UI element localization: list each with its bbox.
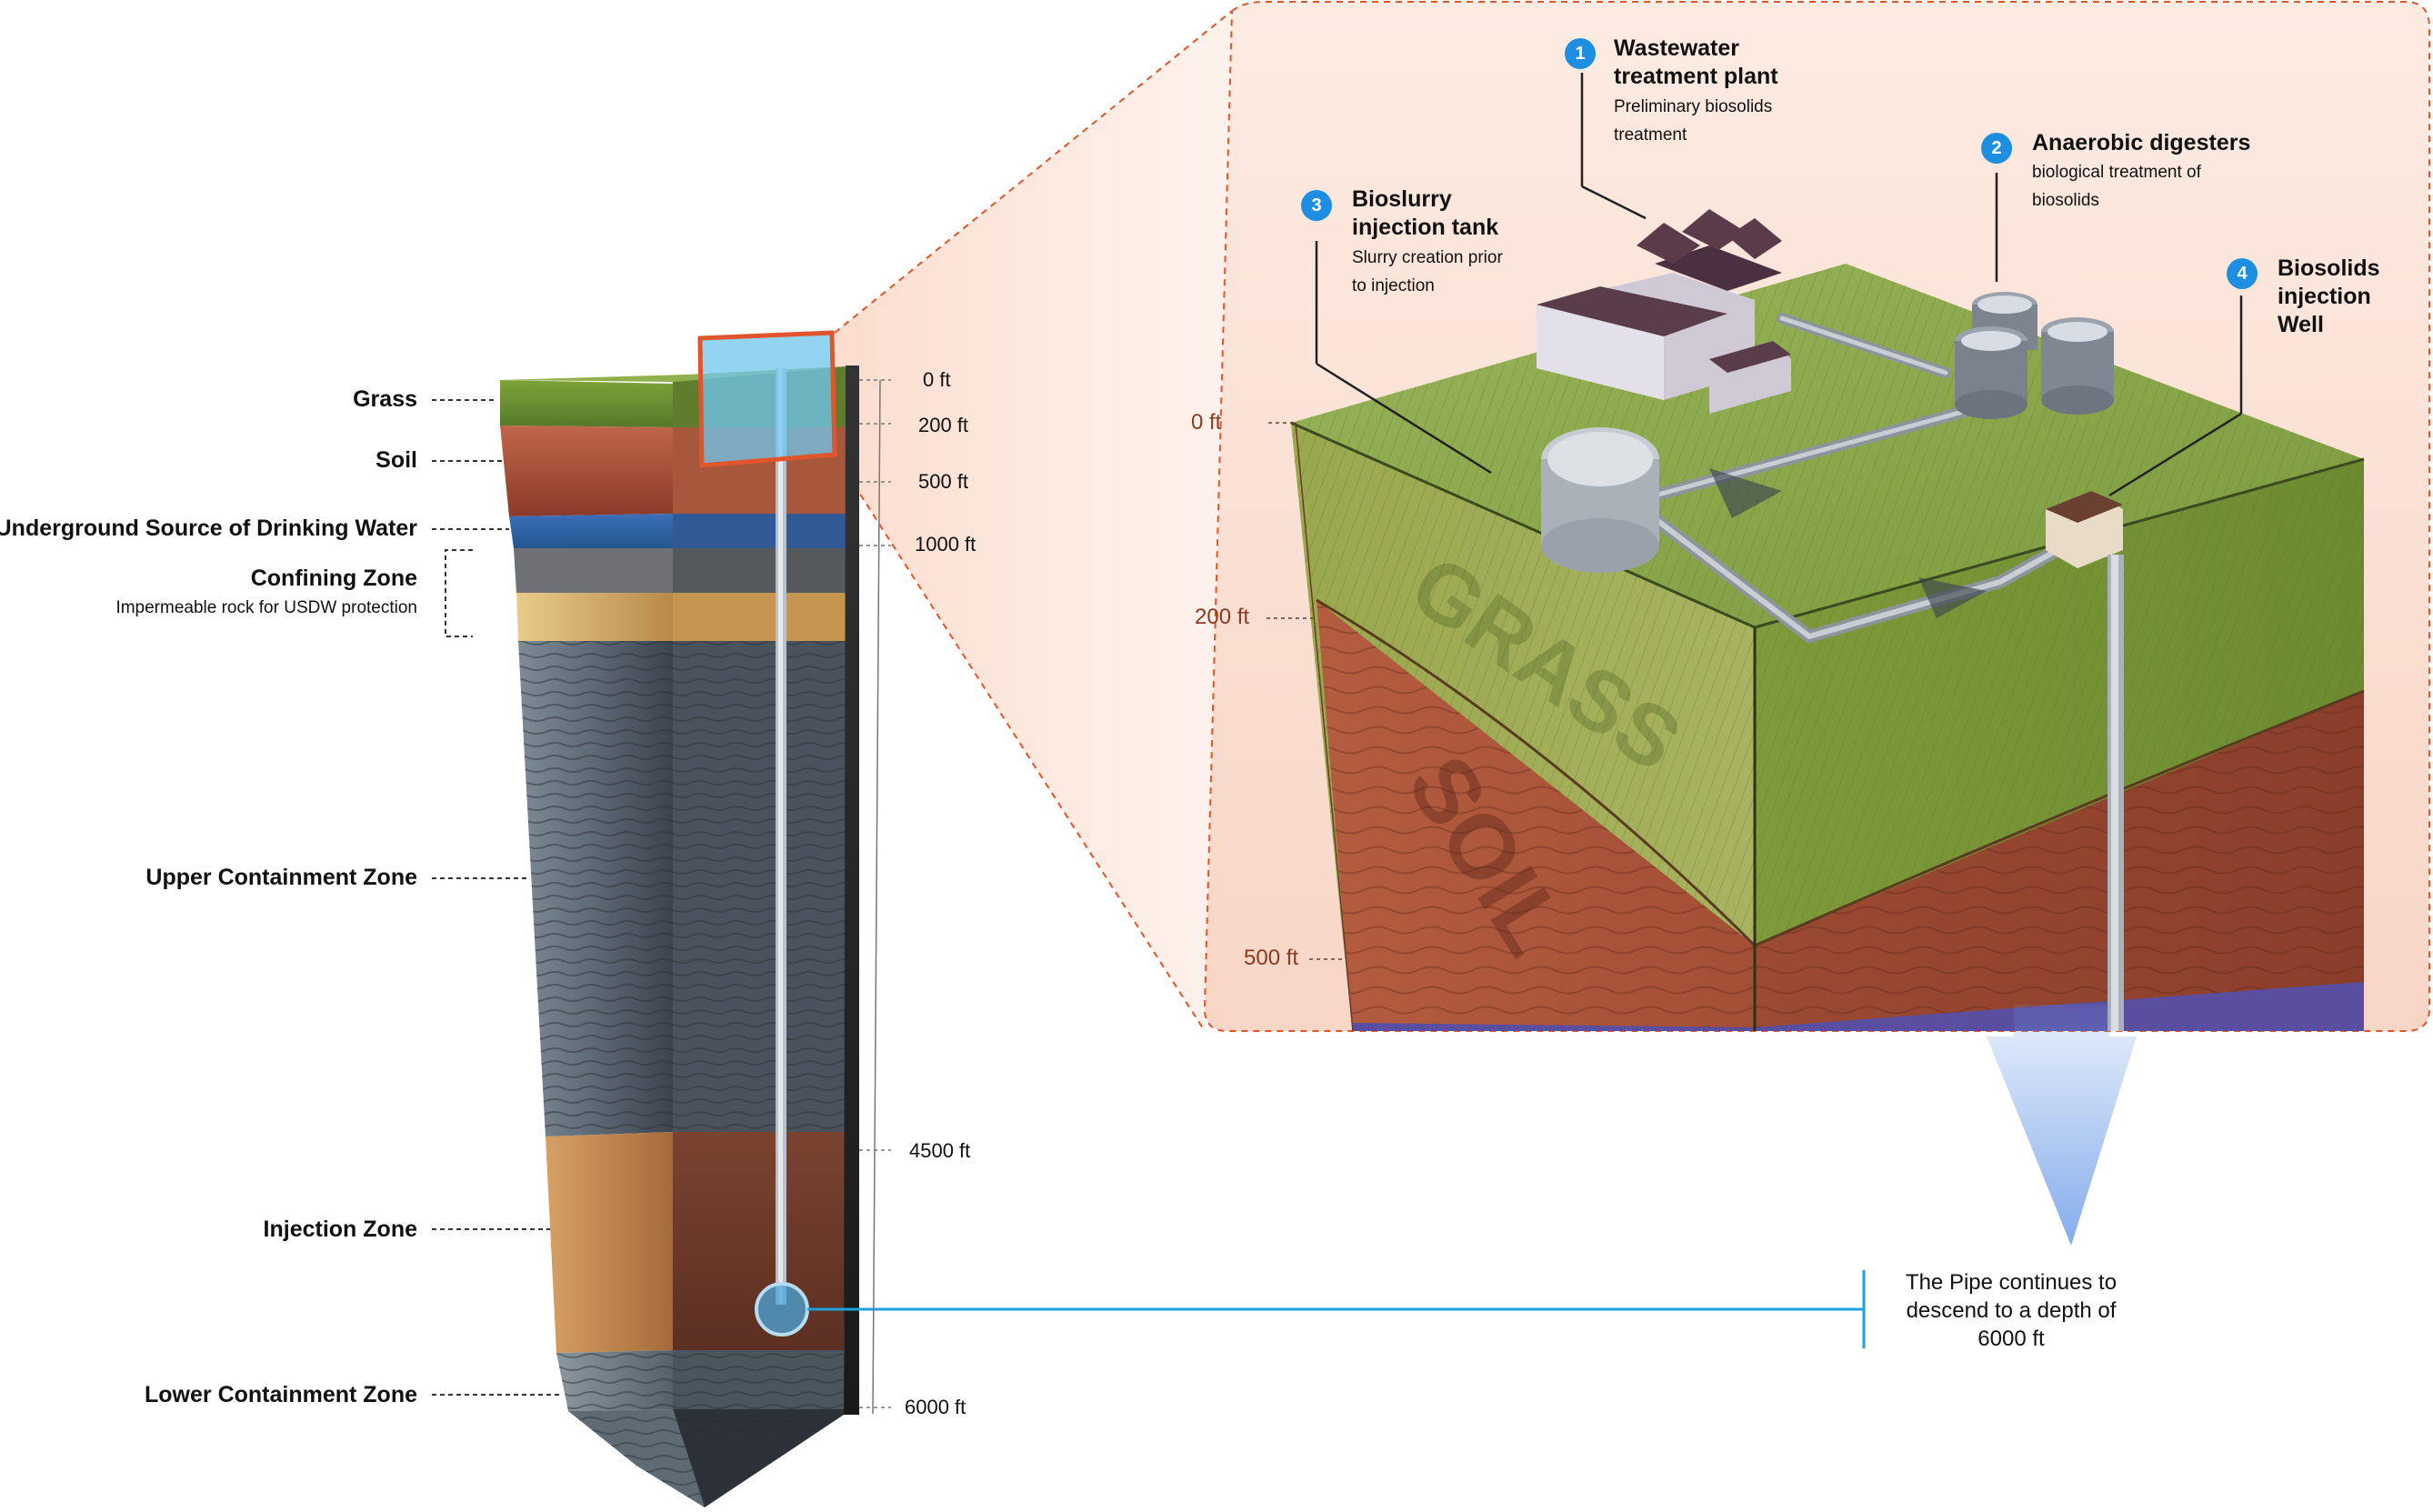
depth-label-0: 0 ft (923, 368, 951, 391)
depth-label-4500: 4500 ft (909, 1139, 971, 1162)
zone-sublabel-confining: Impermeable rock for USDW protection (115, 598, 417, 617)
zoom-depth-200: 200 ft (1195, 605, 1250, 629)
zoom-depth-0: 0 ft (1191, 410, 1222, 435)
zoom-cone-edge-top (834, 10, 1233, 334)
descend-arrow (1987, 1005, 2137, 1246)
depth-label-200: 200 ft (918, 414, 969, 436)
callout-number-1: 1 (1565, 38, 1596, 69)
callout-title-2: Anaerobic digesters (2032, 130, 2251, 155)
zoom-cone (835, 11, 1232, 1031)
zone-label-grass: Grass (353, 386, 417, 412)
callout-title-4: Biosolids injection Well (2278, 255, 2380, 337)
callout-number-4: 4 (2227, 258, 2258, 289)
depth-label-1000: 1000 ft (915, 533, 976, 556)
zoom-block: GRASS SOIL (1290, 209, 2365, 1031)
depth-label-6000: 6000 ft (905, 1396, 966, 1418)
callout-desc-2: biological treatment of biosolids (2032, 163, 2201, 210)
zoom-depth-500: 500 ft (1244, 946, 1299, 970)
zoom-ruler (1295, 422, 1354, 1032)
zone-label-confining: Confining Zone (250, 566, 417, 591)
callout-title-1: Wastewater treatment plant (1614, 35, 1778, 89)
callout-number-2: 2 (1981, 133, 2012, 164)
callout-number-3: 3 (1301, 190, 1332, 221)
geology-column (500, 330, 859, 1507)
depth-label-500: 500 ft (918, 470, 969, 493)
zone-label-upper-containment: Upper Containment Zone (145, 865, 417, 890)
depth-ruler (859, 379, 891, 1415)
callout-desc-1: Preliminary biosolids treatment (1614, 97, 1773, 145)
callout-desc-3: Slurry creation prior to injection (1352, 248, 1503, 295)
digesters (1955, 292, 2114, 419)
pipe-depth-note: The Pipe continues to descend to a depth… (1905, 1270, 2118, 1351)
treatment-plant-building (1537, 209, 1791, 414)
pipe-end-circle (755, 1282, 809, 1337)
zone-label-injection: Injection Zone (263, 1217, 417, 1242)
bioslurry-tank (1541, 427, 1659, 573)
zone-label-lower-containment: Lower Containment Zone (145, 1382, 417, 1407)
zone-leaders (432, 399, 561, 1396)
zoom-cone-edge-bottom (834, 454, 1206, 1032)
callout-title-3: Bioslurry injection tank (1352, 186, 1499, 240)
zone-label-usdw: Underground Source of Drinking Water (0, 516, 417, 541)
injection-well (2046, 491, 2124, 1031)
zone-label-soil: Soil (375, 447, 417, 473)
